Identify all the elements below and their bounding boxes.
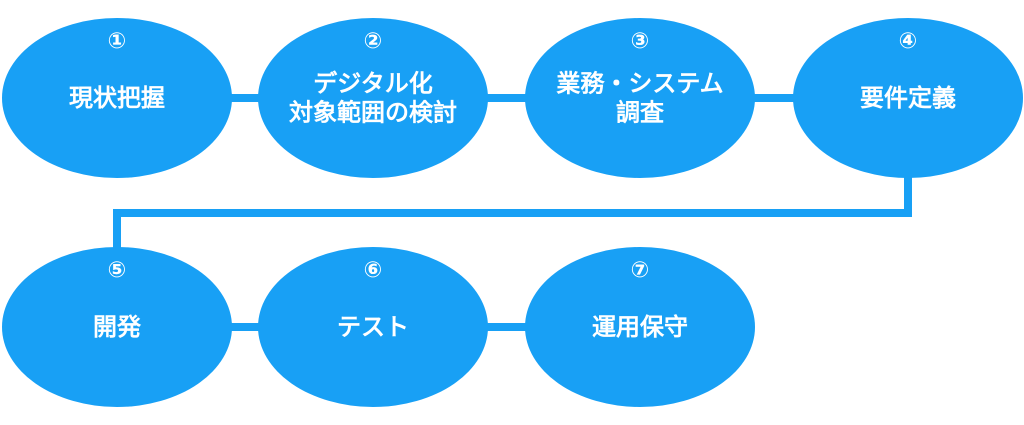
connectors	[113, 94, 912, 331]
step-label: 開発	[93, 313, 142, 341]
step-ellipse	[2, 247, 232, 407]
connector-4-5	[113, 98, 912, 327]
step-number: ③	[631, 29, 650, 54]
step-node-1: ① 現状把握	[2, 18, 232, 178]
step-ellipse	[2, 18, 232, 178]
step-node-7: ⑦ 運用保守	[525, 247, 755, 407]
step-number: ④	[899, 29, 918, 54]
step-label: 対象範囲の検討	[289, 99, 457, 127]
step-ellipse	[525, 18, 755, 178]
step-number: ①	[108, 29, 127, 54]
step-label: 運用保守	[592, 313, 688, 341]
step-number: ⑤	[108, 258, 127, 283]
step-ellipse	[525, 247, 755, 407]
step-ellipse	[258, 247, 488, 407]
step-node-4: ④ 要件定義	[793, 18, 1023, 178]
step-label: テスト	[337, 313, 409, 341]
step-node-6: ⑥ テスト	[258, 247, 488, 407]
step-ellipse	[258, 18, 488, 178]
step-label: デジタル化	[313, 70, 433, 98]
step-ellipse	[793, 18, 1023, 178]
step-label: 要件定義	[860, 84, 956, 112]
step-number: ②	[364, 29, 383, 54]
step-number: ⑦	[631, 258, 650, 283]
step-label: 業務・システム	[556, 70, 723, 98]
step-label: 調査	[616, 99, 664, 127]
step-number: ⑥	[364, 258, 383, 283]
step-label: 現状把握	[69, 84, 165, 112]
step-node-5: ⑤ 開発	[2, 247, 232, 407]
